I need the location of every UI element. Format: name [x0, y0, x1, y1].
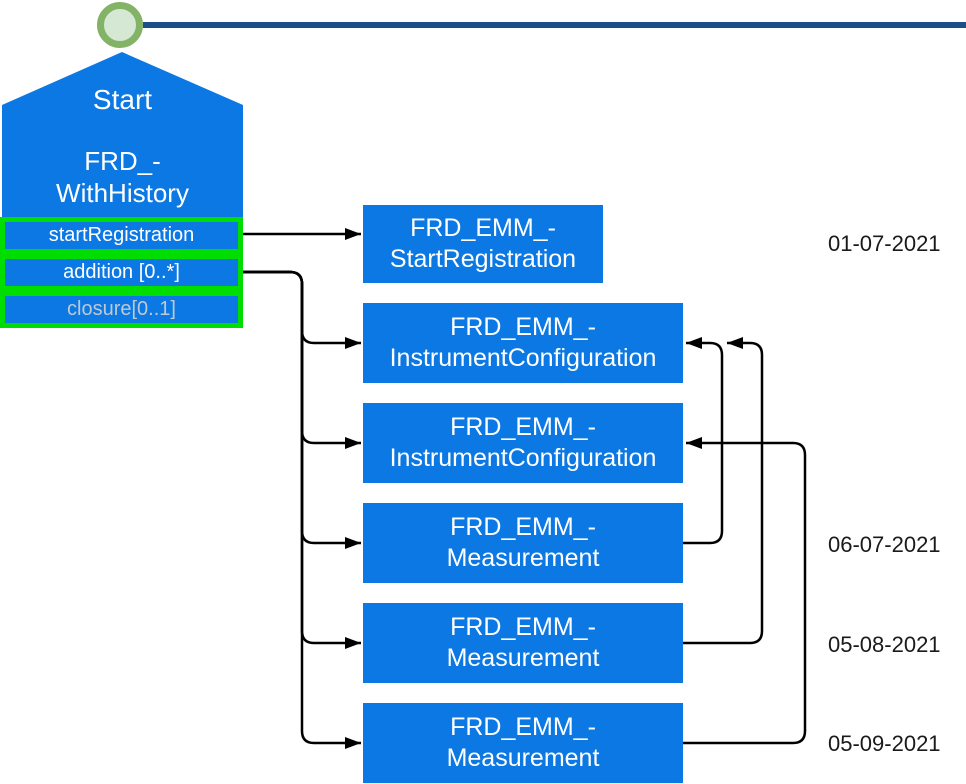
date-label-3[interactable]: 05-08-2021 [828, 632, 941, 657]
node-label-line1: FRD_EMM_- [410, 214, 556, 242]
start-node-name-line1: FRD_- [84, 146, 161, 176]
start-node-name-line2: WithHistory [56, 178, 189, 208]
node-frd-emm-measurement-2[interactable]: FRD_EMM_- Measurement [363, 603, 683, 683]
port-addition-label: addition [0..*] [63, 261, 180, 283]
node-label-line1: FRD_EMM_- [450, 313, 596, 341]
date-label-4[interactable]: 05-09-2021 [828, 731, 941, 756]
edge-addition-to-measurement-3[interactable] [243, 270, 361, 749]
node-frd-emm-instrumentconfiguration-1[interactable]: FRD_EMM_- InstrumentConfiguration [363, 303, 683, 383]
node-label-line1: FRD_EMM_- [450, 413, 596, 441]
date-label-2[interactable]: 06-07-2021 [828, 532, 941, 557]
port-start-registration-label: startRegistration [48, 224, 195, 246]
start-node[interactable]: Start FRD_- WithHistory [2, 52, 243, 217]
edge-measurement-2-to-instrumentconfiguration-1[interactable] [683, 337, 764, 645]
timeline-line[interactable] [143, 22, 966, 28]
node-label-line2: Measurement [446, 544, 600, 572]
node-label-line1: FRD_EMM_- [450, 513, 596, 541]
node-label-line2: StartRegistration [389, 245, 577, 273]
timeline-start-circle[interactable] [97, 2, 143, 48]
edge-addition-to-measurement-1[interactable] [243, 270, 361, 549]
port-closure[interactable]: closure[0..1] [0, 291, 243, 328]
node-label-line1: FRD_EMM_- [450, 613, 596, 641]
edge-addition-to-instrumentconfiguration-1[interactable] [243, 270, 361, 349]
node-label-line2: InstrumentConfiguration [389, 444, 657, 472]
start-node-title: Start [92, 84, 153, 115]
date-label-1[interactable]: 01-07-2021 [828, 231, 941, 256]
node-frd-emm-instrumentconfiguration-2[interactable]: FRD_EMM_- InstrumentConfiguration [363, 403, 683, 483]
port-closure-label: closure[0..1] [67, 298, 176, 320]
node-label-line2: Measurement [446, 744, 600, 772]
node-label-line2: InstrumentConfiguration [389, 344, 657, 372]
edge-measurement-1-to-instrumentconfiguration-1[interactable] [683, 337, 724, 545]
node-frd-emm-startregistration[interactable]: FRD_EMM_- StartRegistration [363, 205, 603, 283]
edge-addition-to-measurement-2[interactable] [243, 270, 361, 649]
edge-measurement-3-to-instrumentconfiguration-2[interactable] [683, 437, 807, 745]
node-label-line2: Measurement [446, 644, 600, 672]
node-frd-emm-measurement-3[interactable]: FRD_EMM_- Measurement [363, 703, 683, 783]
node-label-line1: FRD_EMM_- [450, 713, 596, 741]
node-frd-emm-measurement-1[interactable]: FRD_EMM_- Measurement [363, 503, 683, 583]
port-addition[interactable]: addition [0..*] [0, 254, 243, 291]
edge-addition-to-instrumentconfiguration-2[interactable] [243, 270, 361, 449]
port-start-registration[interactable]: startRegistration [0, 217, 243, 254]
